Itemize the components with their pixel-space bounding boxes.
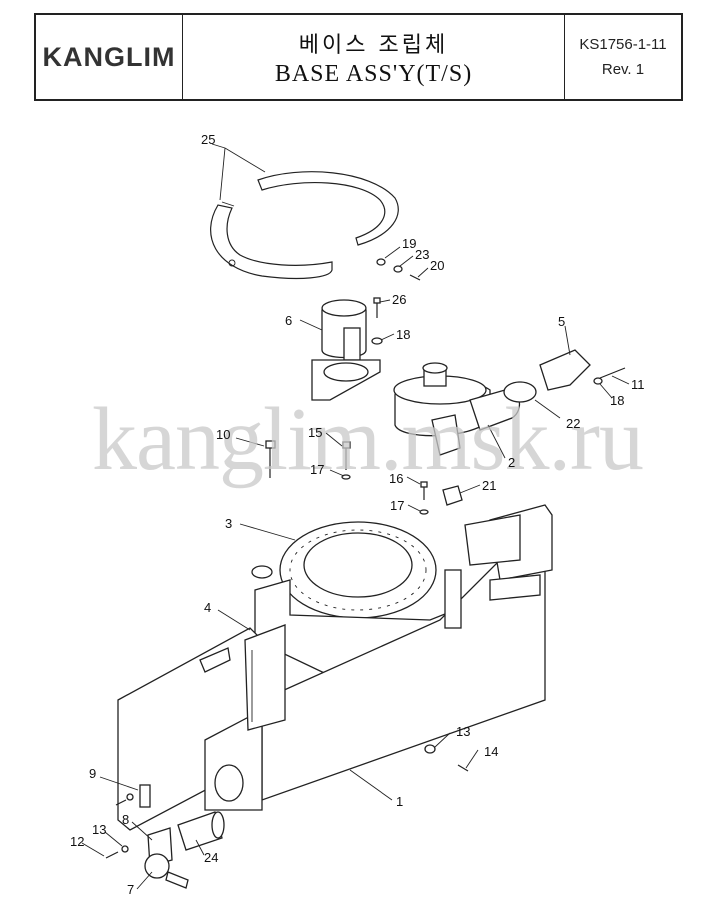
callout-13-left: 13 [92, 822, 106, 837]
callout-7: 7 [127, 882, 134, 897]
callout-11: 11 [631, 377, 645, 392]
part-terminal-block [244, 624, 286, 731]
callout-1: 1 [396, 794, 403, 809]
callout-17-right: 17 [390, 498, 404, 513]
part-swing-cover [210, 171, 399, 280]
drawing-number: KS1756-1-11 [579, 36, 667, 53]
callout-6: 6 [285, 313, 292, 328]
part-bolt-washers-19-23-20 [376, 258, 421, 281]
callout-24: 24 [204, 850, 218, 865]
part-bolt-12-washer-13 [105, 845, 129, 859]
callout-19: 19 [402, 236, 416, 251]
part-swing-reducer [393, 362, 521, 456]
callout-16: 16 [389, 471, 403, 486]
part-swivel-joint [311, 299, 381, 401]
leader-lines [81, 143, 630, 890]
callout-21: 21 [482, 478, 496, 493]
callout-17-left: 17 [310, 462, 324, 477]
callout-15: 15 [308, 425, 322, 440]
callout-12: 12 [70, 834, 84, 849]
title-english: BASE ASS'Y(T/S) [274, 60, 473, 87]
callout-2: 2 [508, 455, 515, 470]
watermark: kanglim.msk.ru [92, 390, 644, 489]
part-plug-21 [442, 485, 463, 506]
callout-18-right: 18 [610, 393, 624, 408]
part-base-frame [117, 504, 553, 831]
callout-10: 10 [216, 427, 230, 442]
part-bolt-16 [419, 481, 429, 515]
callout-25: 25 [201, 132, 215, 147]
drawing-title: 베이스 조립체 BASE ASS'Y(T/S) [183, 15, 565, 99]
drawing-code-cell: KS1756-1-11 Rev. 1 [565, 15, 681, 99]
callout-23: 23 [415, 247, 429, 262]
part-bracket-9 [115, 784, 151, 808]
revision: Rev. 1 [601, 61, 645, 78]
callout-14: 14 [484, 744, 498, 759]
title-korean: 베이스 조립체 [298, 32, 449, 58]
callout-22: 22 [566, 416, 580, 431]
callout-9: 9 [89, 766, 96, 781]
callout-4: 4 [204, 600, 211, 615]
part-bolt-26 [371, 297, 383, 345]
callout-26: 26 [392, 292, 406, 307]
callout-3: 3 [225, 516, 232, 531]
part-bracket-5 [503, 349, 591, 403]
part-bolt-11-washer-18 [593, 367, 626, 385]
callout-18-top: 18 [396, 327, 410, 342]
callout-8: 8 [122, 812, 129, 827]
part-slewing-ring [279, 521, 437, 619]
logo-text: KANGLIM [42, 41, 176, 72]
part-washer-13-bolt-14 [424, 744, 469, 772]
callout-13-right: 13 [456, 724, 470, 739]
title-block: KANGLIM 베이스 조립체 BASE ASS'Y(T/S) KS1756-1… [34, 13, 683, 101]
part-bolt-10 [265, 440, 276, 478]
callout-5: 5 [558, 314, 565, 329]
company-logo: KANGLIM [36, 15, 183, 99]
callout-20: 20 [430, 258, 444, 273]
part-filter-assembly [144, 811, 225, 889]
